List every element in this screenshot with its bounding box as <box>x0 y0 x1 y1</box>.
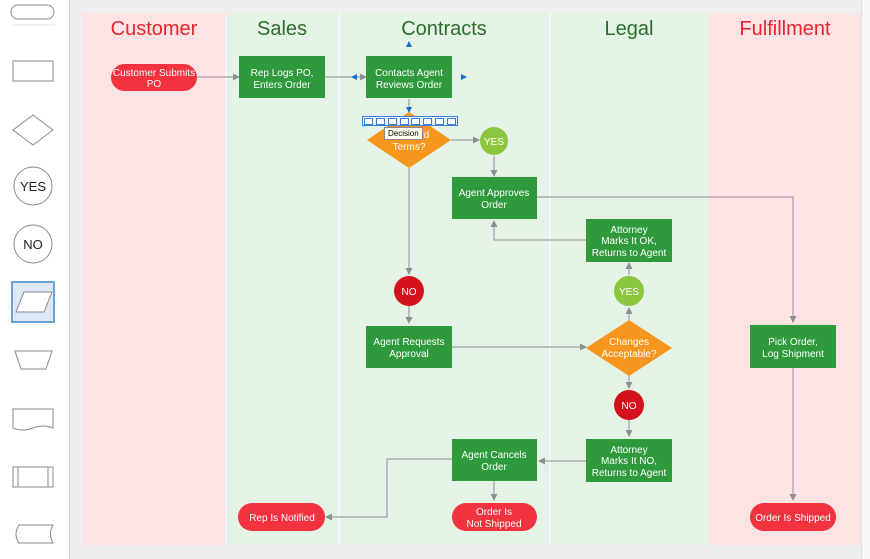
label-agent-approves-2: Order <box>481 200 507 211</box>
lane-title-sales: Sales <box>257 18 307 40</box>
connector-yes-top[interactable]: YES <box>480 127 508 155</box>
diagram-canvas[interactable]: Customer Sales Contracts Legal Fulfillme… <box>70 0 870 559</box>
label-order-not-shipped-1: Order Is <box>476 507 512 518</box>
quick-decision-icon[interactable] <box>376 117 386 125</box>
process-agent-approves[interactable]: Agent Approves Order <box>452 177 537 219</box>
label-attorney-no-1: Attorney <box>610 445 647 456</box>
palette-decision-shape[interactable] <box>12 114 54 146</box>
connector-no-mid[interactable]: NO <box>614 390 644 420</box>
lane-title-legal: Legal <box>605 18 654 40</box>
label-attorney-ok-3: Returns to Agent <box>592 248 667 259</box>
palette-yes-shape[interactable]: YES <box>13 166 53 206</box>
terminator-rep-notified[interactable]: Rep Is Notified <box>238 503 325 531</box>
label-order-shipped: Order Is Shipped <box>755 513 831 524</box>
palette-data-shape-selected[interactable] <box>11 281 55 323</box>
quick-connector-icon[interactable] <box>434 117 444 125</box>
lane-title-fulfillment: Fulfillment <box>739 18 831 40</box>
palette-predefined-process-shape[interactable] <box>12 466 54 488</box>
connector-yes-mid[interactable]: YES <box>614 276 644 306</box>
palette-no-label: NO <box>23 237 43 252</box>
terminator-order-shipped[interactable]: Order Is Shipped <box>750 503 836 531</box>
lane-title-contracts: Contracts <box>401 18 487 40</box>
process-attorney-ok[interactable]: Attorney Marks It OK, Returns to Agent <box>586 219 672 262</box>
label-yes-top: YES <box>484 137 504 148</box>
label-changes-acceptable-1: Changes <box>609 337 649 348</box>
label-attorney-ok-1: Attorney <box>610 225 647 236</box>
quick-shape-toolbar[interactable] <box>362 116 458 126</box>
label-contacts-agent-1: Contacts Agent <box>375 68 443 79</box>
process-agent-requests[interactable]: Agent Requests Approval <box>366 326 452 368</box>
process-pick-order[interactable]: Pick Order, Log Shipment <box>750 325 836 368</box>
quick-manual-icon[interactable] <box>423 117 433 125</box>
quick-arrow-icon[interactable] <box>446 117 456 125</box>
decision-changes-acceptable[interactable]: Changes Acceptable? <box>586 320 672 376</box>
palette-stored-data-shape[interactable] <box>15 524 54 544</box>
quick-document-icon[interactable] <box>411 117 421 125</box>
swimlane-fulfillment: Fulfillment <box>708 13 862 545</box>
label-contacts-agent-2: Reviews Order <box>376 80 443 91</box>
label-order-not-shipped-2: Not Shipped <box>466 519 521 530</box>
terminator-customer-submits-po[interactable]: Customer Submits PO <box>111 64 197 91</box>
label-attorney-no-2: Marks It NO, <box>601 456 657 467</box>
process-attorney-no[interactable]: Attorney Marks It NO, Returns to Agent <box>586 439 672 482</box>
lane-title-customer: Customer <box>111 18 198 40</box>
label-customer-submits-po-1: Customer Submits <box>113 68 195 79</box>
process-agent-cancels[interactable]: Agent Cancels Order <box>452 439 537 481</box>
connectors <box>196 73 797 521</box>
decision-tooltip: Decision <box>384 127 423 140</box>
swimlane-sales: Sales <box>226 13 339 545</box>
palette-yes-label: YES <box>20 179 46 194</box>
label-pick-order-2: Log Shipment <box>762 349 824 360</box>
palette-document-shape[interactable] <box>12 408 54 431</box>
label-changes-acceptable-2: Acceptable? <box>601 349 656 360</box>
label-agent-approves-1: Agent Approves <box>459 188 530 199</box>
process-rep-logs-po[interactable]: Rep Logs PO, Enters Order <box>239 56 325 98</box>
palette-process-shape[interactable] <box>12 60 54 82</box>
label-rep-logs-po-2: Enters Order <box>253 80 311 91</box>
connector-no-left[interactable]: NO <box>394 276 424 306</box>
label-agent-cancels-2: Order <box>481 462 507 473</box>
selection-handles[interactable] <box>351 41 467 113</box>
palette-manual-operation-shape[interactable] <box>14 350 53 370</box>
label-rep-notified: Rep Is Notified <box>249 513 315 524</box>
palette-terminator-shape[interactable] <box>10 4 55 20</box>
quick-terminator-icon[interactable] <box>387 117 397 125</box>
label-standard-terms-2: Terms? <box>393 142 426 153</box>
quick-data-icon[interactable] <box>399 117 409 125</box>
palette-no-shape[interactable]: NO <box>13 224 53 264</box>
label-no-mid: NO <box>622 401 637 412</box>
label-rep-logs-po-1: Rep Logs PO, <box>251 68 314 79</box>
label-attorney-ok-2: Marks It OK, <box>601 236 657 247</box>
label-no-left: NO <box>402 287 417 298</box>
label-agent-requests-1: Agent Requests <box>373 337 444 348</box>
label-yes-mid: YES <box>619 287 639 298</box>
label-agent-requests-2: Approval <box>389 349 428 360</box>
label-agent-cancels-1: Agent Cancels <box>461 450 526 461</box>
label-pick-order-1: Pick Order, <box>768 337 817 348</box>
label-customer-submits-po-2: PO <box>147 79 162 90</box>
terminator-order-not-shipped[interactable]: Order Is Not Shipped <box>452 503 537 531</box>
swimlane-customer: Customer <box>82 13 226 545</box>
vertical-scrollbar[interactable] <box>861 0 870 559</box>
label-attorney-no-3: Returns to Agent <box>592 468 667 479</box>
process-contacts-agent[interactable]: Contacts Agent Reviews Order <box>366 56 452 98</box>
shape-palette: YES NO <box>0 0 70 559</box>
quick-process-icon[interactable] <box>364 117 374 125</box>
